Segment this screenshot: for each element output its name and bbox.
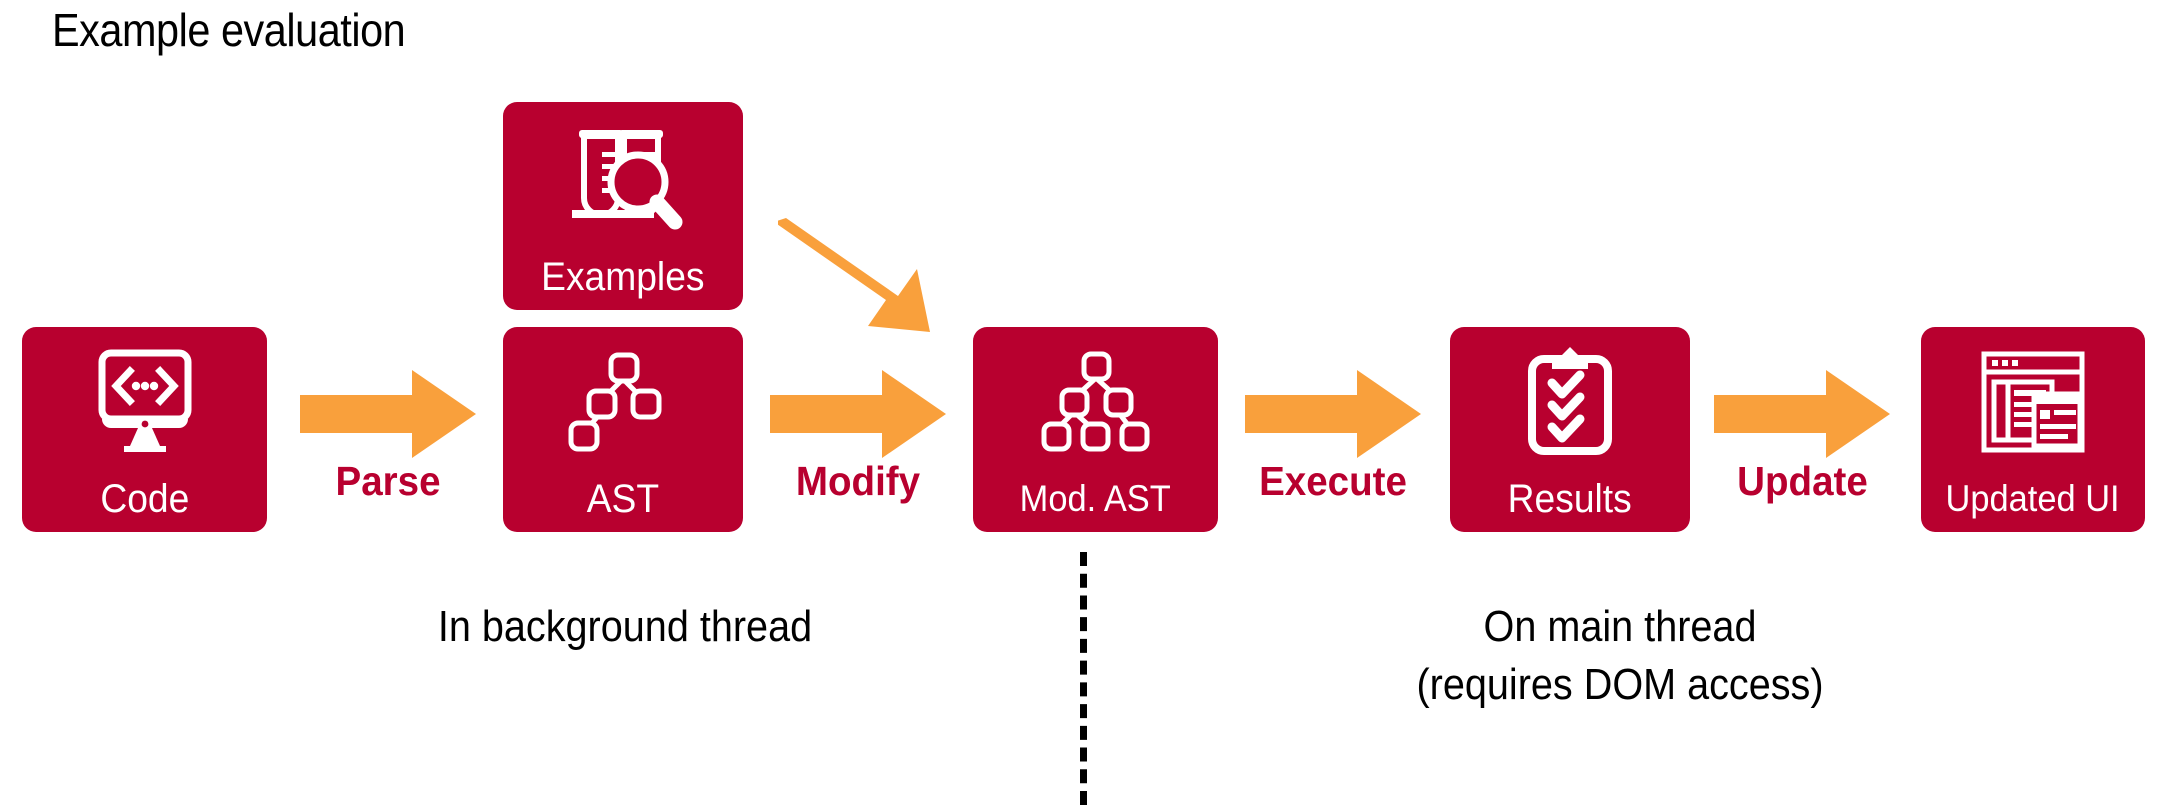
- arrow-parse: [300, 370, 476, 458]
- node-updated-ui[interactable]: Updated UI: [1921, 327, 2145, 532]
- test-tubes-magnifier-icon: [503, 102, 743, 254]
- node-label: Results: [1507, 477, 1633, 521]
- node-label: Mod. AST: [1019, 478, 1172, 519]
- node-label: Examples: [541, 255, 705, 299]
- arrow-modify: [770, 370, 946, 458]
- arrow-execute: [1245, 370, 1421, 458]
- node-examples[interactable]: Examples: [503, 102, 743, 310]
- tree-small-icon: [503, 327, 743, 476]
- arrow-update: [1714, 370, 1890, 458]
- edge-label-modify: Modify: [795, 458, 921, 504]
- node-label: AST: [586, 477, 660, 521]
- page-title: Example evaluation: [52, 4, 406, 56]
- region-label-background: In background thread: [437, 602, 813, 651]
- node-label: Code: [100, 477, 189, 521]
- edge-label-update: Update: [1737, 458, 1868, 504]
- node-mod-ast[interactable]: Mod. AST: [973, 327, 1218, 532]
- edge-label-parse: Parse: [335, 458, 441, 504]
- node-code[interactable]: Code: [22, 327, 267, 532]
- edge-label-execute: Execute: [1259, 458, 1407, 504]
- region-label-main-line1: On main thread: [1483, 602, 1757, 651]
- node-ast[interactable]: AST: [503, 327, 743, 532]
- browser-window-icon: [1921, 327, 2145, 476]
- node-label: Updated UI: [1945, 478, 2121, 519]
- monitor-code-icon: [22, 327, 267, 476]
- thread-divider: [1080, 552, 1087, 805]
- region-label-main-line2: (requires DOM access): [1416, 660, 1824, 709]
- arrow-inject-examples: [778, 214, 948, 332]
- node-results[interactable]: Results: [1450, 327, 1690, 532]
- clipboard-checks-icon: [1450, 327, 1690, 476]
- tree-large-icon: [973, 327, 1218, 476]
